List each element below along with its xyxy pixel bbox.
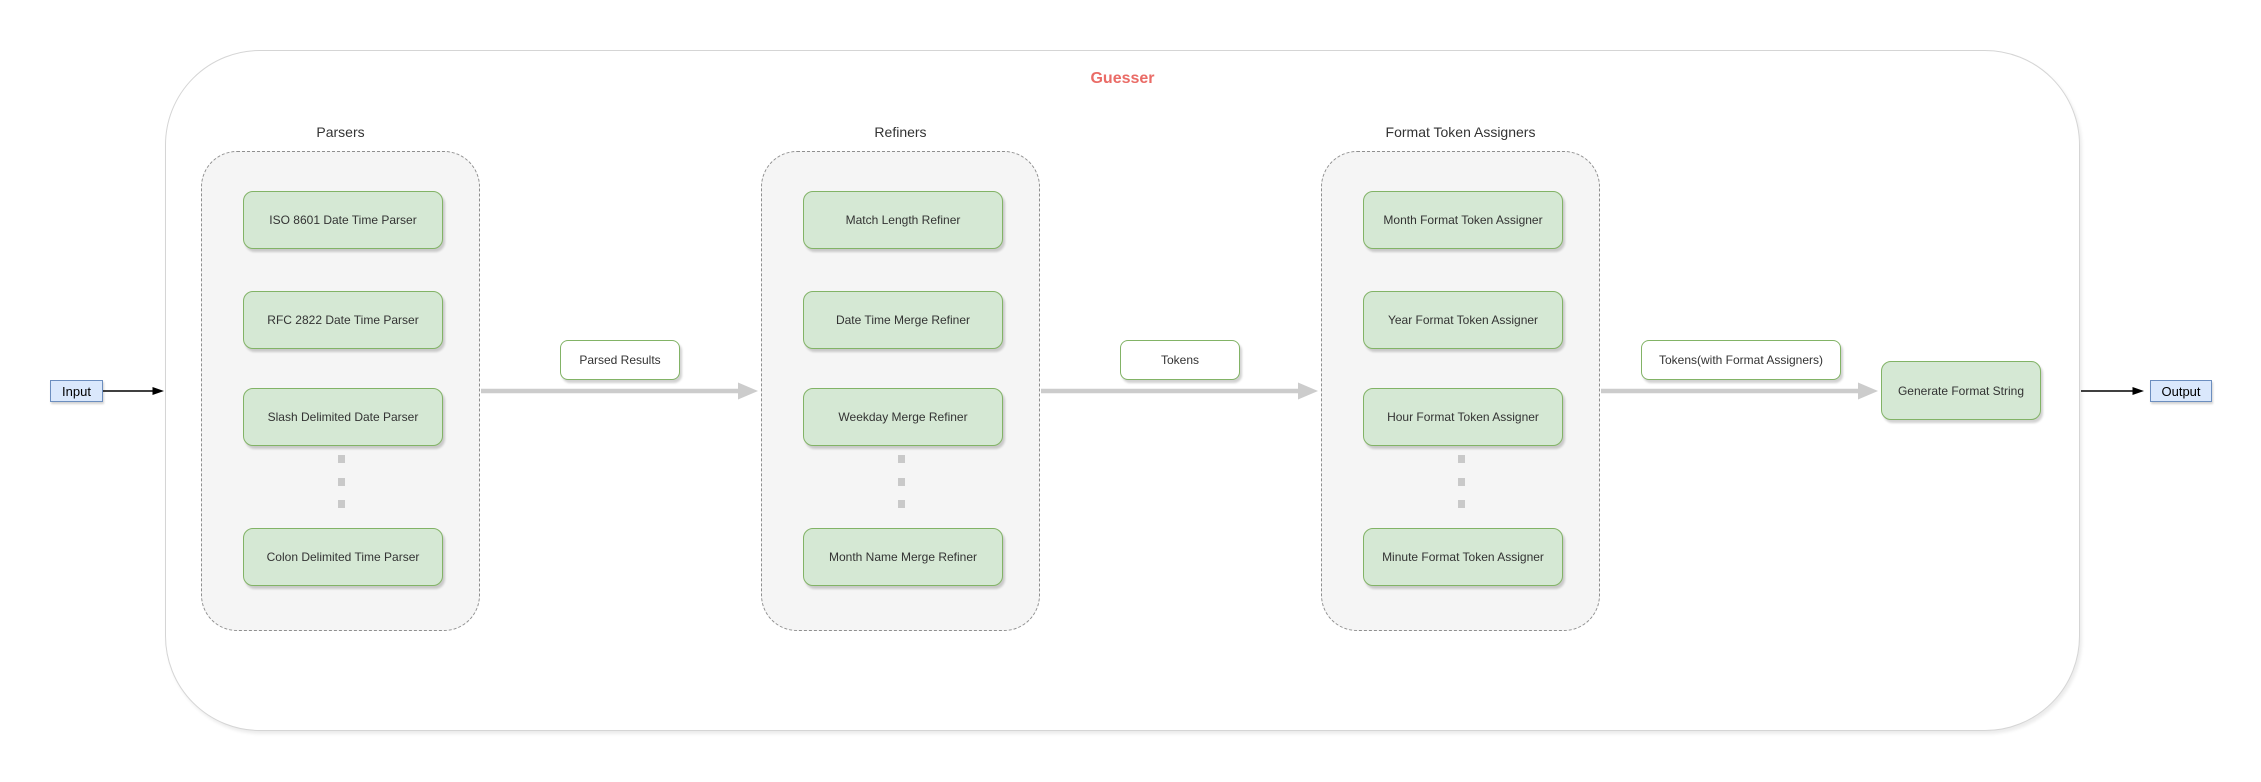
diagram-title: Guesser	[1090, 70, 1155, 87]
group-title-parsers: Parsers	[316, 124, 365, 140]
parsers-to-refiners-head	[738, 382, 758, 400]
ellipsis-dot	[338, 455, 345, 463]
output-arrow-head	[2132, 387, 2144, 395]
node-iso-8601-date-time-parser: ISO 8601 Date Time Parser	[243, 191, 443, 249]
ellipsis-dot	[1458, 455, 1465, 463]
input-arrow-head	[152, 387, 164, 395]
group-refiners: Match Length Refiner Date Time Merge Ref…	[761, 151, 1040, 631]
group-format-token-assigners: Month Format Token Assigner Year Format …	[1321, 151, 1600, 631]
ellipsis-dot	[1458, 500, 1465, 508]
node-slash-delimited-date-parser: Slash Delimited Date Parser	[243, 388, 443, 446]
node-rfc-2822-date-time-parser: RFC 2822 Date Time Parser	[243, 291, 443, 349]
ellipsis-dot	[898, 455, 905, 463]
ellipsis-dot	[898, 478, 905, 486]
node-date-time-merge-refiner: Date Time Merge Refiner	[803, 291, 1003, 349]
node-minute-format-token-assigner: Minute Format Token Assigner	[1363, 528, 1563, 586]
input-node: Input	[50, 380, 103, 402]
group-title-format-token-assigners: Format Token Assigners	[1385, 124, 1536, 140]
node-month-name-merge-refiner: Month Name Merge Refiner	[803, 528, 1003, 586]
flow-label-tokens: Tokens	[1120, 340, 1240, 380]
node-month-format-token-assigner: Month Format Token Assigner	[1363, 191, 1563, 249]
flow-label-tokens-with-format-assigners: Tokens(with Format Assigners)	[1641, 340, 1841, 380]
group-parsers: ISO 8601 Date Time Parser RFC 2822 Date …	[201, 151, 480, 631]
refiners-to-assigners-head	[1298, 382, 1318, 400]
group-title-refiners: Refiners	[874, 124, 927, 140]
node-generate-format-string: Generate Format String	[1881, 361, 2041, 420]
ellipsis-dot	[338, 478, 345, 486]
flow-label-parsed-results: Parsed Results	[560, 340, 680, 380]
output-node: Output	[2150, 380, 2212, 402]
node-weekday-merge-refiner: Weekday Merge Refiner	[803, 388, 1003, 446]
ellipsis-dot	[338, 500, 345, 508]
node-colon-delimited-time-parser: Colon Delimited Time Parser	[243, 528, 443, 586]
ellipsis-dot	[898, 500, 905, 508]
assigners-to-generate-head	[1858, 382, 1878, 400]
node-year-format-token-assigner: Year Format Token Assigner	[1363, 291, 1563, 349]
node-match-length-refiner: Match Length Refiner	[803, 191, 1003, 249]
node-hour-format-token-assigner: Hour Format Token Assigner	[1363, 388, 1563, 446]
ellipsis-dot	[1458, 478, 1465, 486]
